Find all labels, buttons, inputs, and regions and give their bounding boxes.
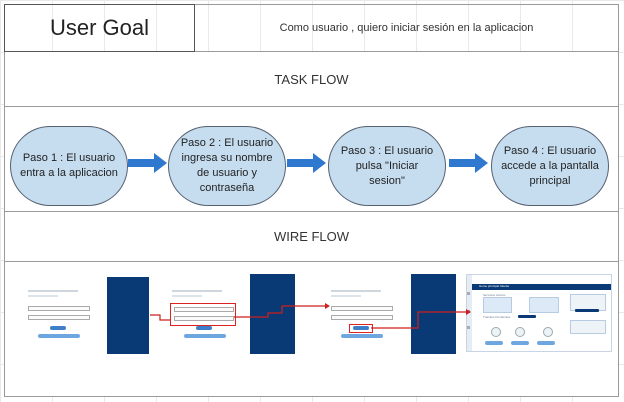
wireframe-dashboard: Home principal Cliente Servicios Activos… [466, 274, 612, 352]
step-1: Paso 1 : El usuario entra a la aplicacio… [10, 126, 128, 206]
dashboard-section-2: Tramites Pendientes [483, 315, 511, 319]
wireframe-brand-panel-3 [411, 274, 456, 354]
wireframe-login-1 [22, 280, 102, 348]
user-goal-text: Como usuario , quiero iniciar sesión en … [195, 4, 619, 52]
arrow-right-icon [449, 153, 488, 173]
wireframe-highlight-fields [170, 303, 236, 326]
task-flow-title: TASK FLOW [4, 52, 619, 107]
step-4: Paso 4 : El usuario accede a la pantalla… [491, 126, 609, 206]
wireframe-brand-panel-2 [250, 274, 295, 354]
wireframe-brand-panel-1 [107, 277, 149, 354]
arrow-right-icon [128, 153, 167, 173]
user-goal-label: User Goal [4, 4, 195, 52]
dashboard-section-1: Servicios Activos [483, 293, 506, 297]
wireframe-login-2 [166, 280, 246, 348]
wireframe-login-3 [325, 280, 405, 348]
dashboard-header-title: Home principal Cliente [479, 284, 510, 288]
wireframe-highlight-button [349, 324, 373, 333]
arrow-right-icon [287, 153, 326, 173]
step-2: Paso 2 : El usuario ingresa su nombre de… [168, 126, 286, 206]
wire-flow-title: WIRE FLOW [4, 212, 619, 262]
step-3: Paso 3 : El usuario pulsa "Iniciar sesio… [328, 126, 446, 206]
